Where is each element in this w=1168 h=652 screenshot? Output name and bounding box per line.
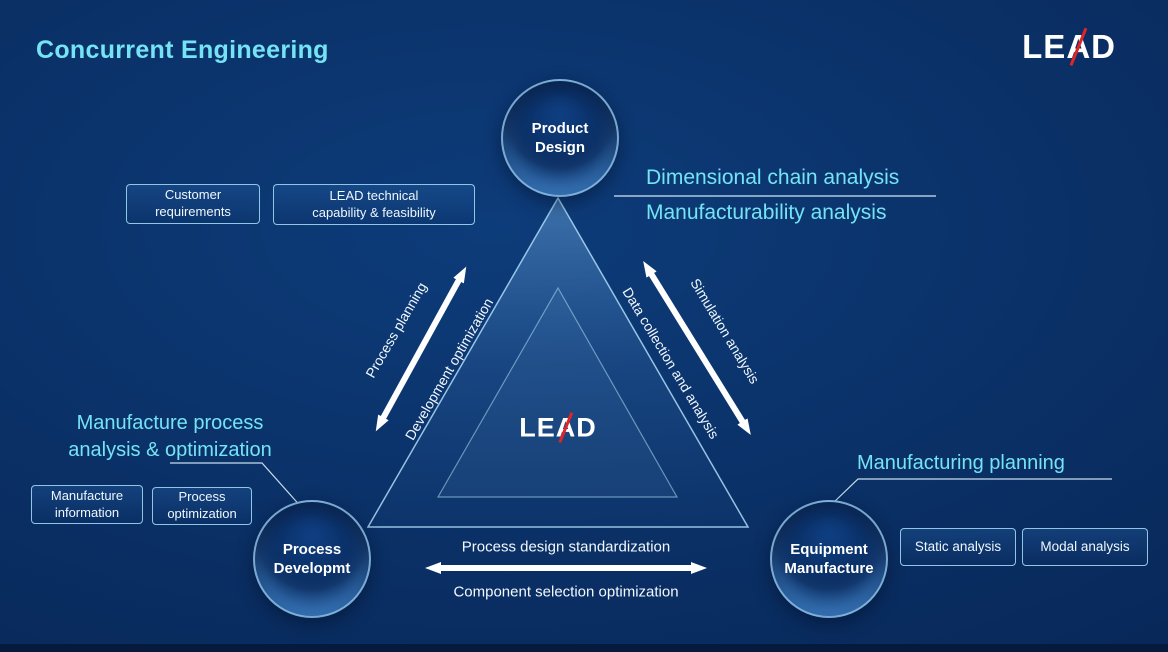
tag-static-analysis: Static analysis: [900, 528, 1016, 566]
edge-label-process-design-standardization: Process design standardization: [461, 538, 671, 556]
left-edge-arrow: [375, 266, 467, 432]
tag-label: Static analysis: [914, 539, 1002, 555]
node-label: Design: [534, 139, 585, 156]
manufacture-process-connector-line: [170, 462, 304, 510]
triangle-inner: [436, 286, 679, 498]
annotation-line: analysis & optimization: [68, 439, 272, 461]
annotation-line: Manufacture process: [76, 412, 264, 434]
lead-logo: LE A D: [1022, 27, 1116, 66]
annotation-dimensional-chain: Dimensional chain analysis: [646, 166, 900, 189]
tag-label: Modal analysis: [1040, 539, 1130, 555]
logo-letter-a: A: [556, 412, 577, 444]
bottom-bar: [0, 644, 1168, 652]
lead-logo-center: LE A D: [519, 412, 597, 444]
annotation-manufacturing-planning: Manufacturing planning: [857, 452, 1065, 474]
right-edge-arrow: [643, 260, 751, 436]
tag-label: optimization: [167, 506, 237, 521]
logo-text-le: LE: [1022, 28, 1067, 65]
node-product-design: Product Design: [501, 79, 619, 197]
manufacturing-planning-connector-line: [831, 478, 1112, 505]
node-label: Equipment: [790, 540, 868, 558]
logo-letter-a: A: [1066, 27, 1091, 66]
tag-customer-requirements: Customer requirements: [126, 184, 260, 224]
logo-text-d: D: [1091, 28, 1116, 65]
tag-label: LEAD technical: [329, 187, 419, 203]
logo-text-le: LE: [519, 412, 556, 443]
annotation-manufacturability: Manufacturability analysis: [646, 201, 887, 224]
tag-label: Manufacture: [50, 487, 124, 503]
tag-manufacture-information: Manufacture information: [31, 485, 143, 524]
node-label: Product: [531, 119, 589, 137]
logo-text-d: D: [576, 412, 597, 443]
tag-label: information: [54, 504, 120, 520]
tag-label: requirements: [155, 204, 231, 219]
node-label: Manufacture: [784, 560, 874, 577]
node-process-development: Process Developmt: [253, 500, 371, 618]
node-label: Developmt: [273, 560, 351, 577]
annotation-manufacture-process: Manufacture process analysis & optimizat…: [30, 410, 310, 464]
tag-modal-analysis: Modal analysis: [1022, 528, 1148, 566]
node-label: Process: [282, 540, 342, 558]
tag-process-optimization: Process optimization: [152, 487, 252, 525]
page-title: Concurrent Engineering: [36, 36, 329, 64]
tag-label: Process: [178, 489, 226, 505]
tag-label: capability & feasibility: [312, 204, 436, 220]
edge-label-component-selection-optimization: Component selection optimization: [453, 583, 679, 601]
tag-label: Customer: [164, 187, 222, 203]
tag-lead-capability: LEAD technical capability & feasibility: [273, 184, 475, 225]
node-equipment-manufacture: Equipment Manufacture: [770, 500, 888, 618]
